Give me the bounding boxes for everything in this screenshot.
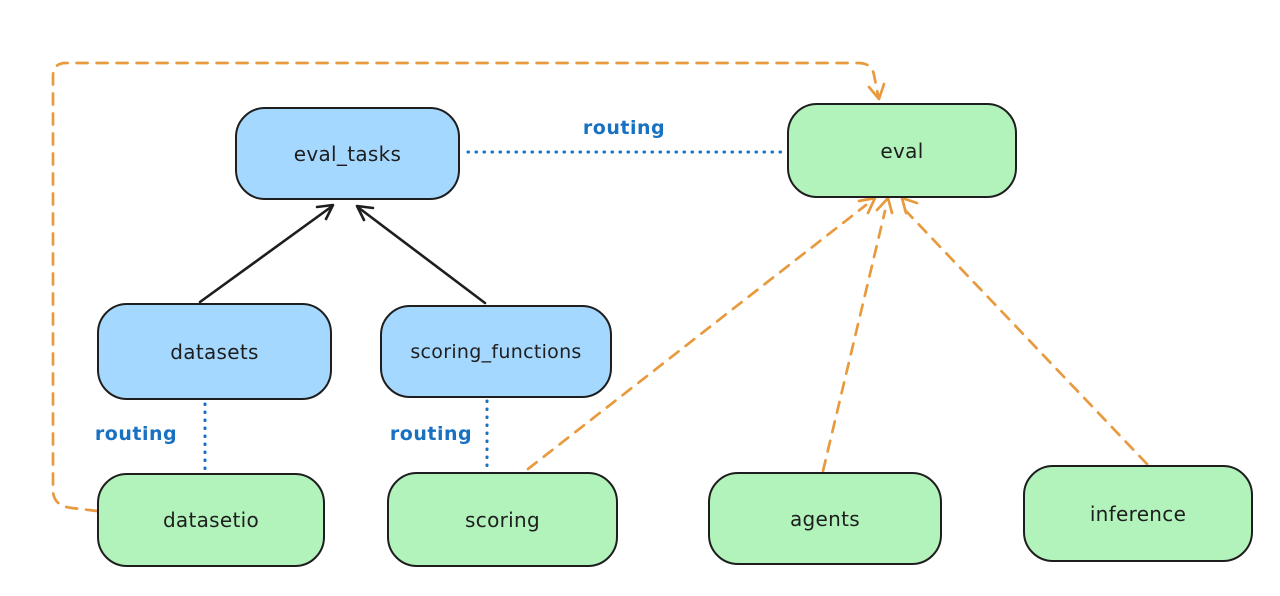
edge-datasets-to-eval-tasks [198,205,333,304]
edge-inference-to-eval [903,208,1149,466]
edge-label-routing-scoring-functions-scoring: routing [389,423,473,445]
node-datasetio: datasetio [97,473,325,567]
arrowhead-datasetio-to-eval [867,82,886,101]
edge-label-routing-eval-tasks-eval: routing [582,117,666,139]
node-agents-label: agents [790,506,860,531]
arrowhead-scoring-functions-to-eval-tasks [355,204,375,222]
arrowhead-inference-to-eval [900,196,919,215]
edge-scoring-to-eval [526,203,868,471]
node-scoring: scoring [387,472,618,567]
node-eval-label: eval [880,138,924,163]
edge-agents-to-eval [821,209,887,473]
node-scoring-label: scoring [465,507,540,532]
node-datasets-label: datasets [170,339,259,364]
node-datasets: datasets [97,303,332,400]
edge-scoring-functions-to-eval-tasks [357,206,487,305]
edge-datasetio-to-eval [51,61,880,513]
arrowhead-datasets-to-eval-tasks [315,203,335,221]
arrowhead-scoring-to-eval [857,196,877,215]
arrowhead-agents-to-eval [875,196,894,215]
node-inference-label: inference [1089,501,1187,526]
node-datasetio-label: datasetio [162,508,260,532]
node-agents: agents [708,472,942,565]
node-eval-tasks-label: eval_tasks [293,141,402,166]
node-inference: inference [1023,465,1253,562]
node-scoring-functions-label: scoring_functions [410,340,582,363]
edge-label-routing-datasets-datasetio: routing [94,423,178,445]
node-eval-tasks: eval_tasks [235,107,460,200]
node-eval: eval [787,103,1017,198]
node-scoring-functions: scoring_functions [380,305,612,398]
